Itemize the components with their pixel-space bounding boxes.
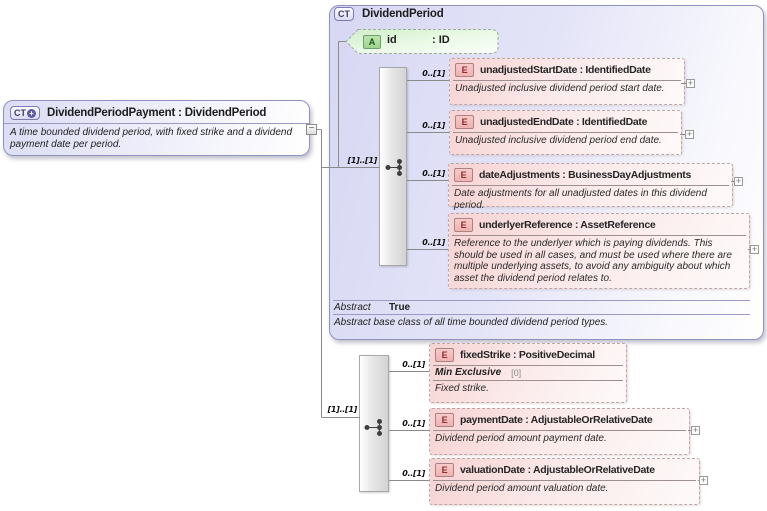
cardinality-label: 0..[1] — [402, 469, 425, 478]
divider — [333, 314, 750, 315]
complex-type-extension-icon: CT + — [10, 106, 40, 120]
cardinality-label: 0..[1] — [402, 360, 425, 369]
element-title: unadjustedEndDate : IdentifiedDate — [480, 116, 648, 128]
element-description: Unadjusted inclusive dividend period sta… — [455, 83, 665, 94]
cardinality-label: 0..[1] — [422, 169, 445, 178]
element-description: Dividend period amount valuation date. — [435, 483, 609, 494]
complex-type-icon: CT — [334, 7, 354, 21]
cardinality-label: 0..[1] — [422, 69, 445, 78]
attribute-type: : ID — [432, 34, 450, 46]
cardinality-label: 0..[1] — [422, 238, 445, 247]
facet-value: [0] — [511, 367, 522, 378]
class-title: DividendPeriodPayment : DividendPeriod — [47, 107, 267, 119]
class-footer-description: Abstract base class of all time bounded … — [334, 317, 609, 328]
element-title: underlyerReference : AssetReference — [479, 219, 656, 231]
element-description: Dividend period amount payment date. — [435, 433, 607, 444]
base-class-title: DividendPeriod — [362, 8, 444, 20]
element-icon: E — [454, 168, 473, 182]
expand-button[interactable]: + — [685, 129, 694, 139]
element-title: dateAdjustments : BusinessDayAdjustments — [479, 169, 692, 181]
expand-button[interactable]: + — [734, 176, 743, 186]
cardinality-label: 0..[1] — [402, 419, 425, 428]
class-description: A time bounded dividend period, with fix… — [10, 127, 293, 150]
element-icon: E — [435, 413, 454, 427]
element-title: unadjustedStartDate : IdentifiedDate — [480, 64, 651, 76]
attribute-name: id — [387, 34, 397, 46]
class-box-dividendperiodpayment[interactable]: CT + DividendPeriodPayment : DividendPer… — [3, 100, 310, 156]
collapse-toggle-button[interactable]: − — [306, 124, 317, 135]
expand-button[interactable]: + — [750, 244, 759, 254]
element-icon: E — [455, 63, 474, 77]
element-description: Reference to the underlyer which is payi… — [454, 238, 732, 284]
expand-button[interactable]: + — [691, 425, 700, 435]
abstract-property-label: Abstract — [334, 302, 371, 313]
extension-plus-icon: + — [27, 108, 36, 118]
complex-type-label: CT — [14, 108, 26, 118]
abstract-property-value: True — [389, 302, 411, 313]
expand-button[interactable]: + — [686, 78, 695, 88]
facet-label: Min Exclusive — [435, 367, 502, 378]
divider — [333, 300, 750, 301]
cardinality-label: 0..[1] — [422, 121, 445, 130]
element-title: fixedStrike : PositiveDecimal — [460, 349, 595, 361]
element-description: Unadjusted inclusive dividend period end… — [455, 135, 662, 146]
sequence-connector[interactable] — [359, 355, 389, 492]
element-icon: E — [435, 348, 454, 362]
element-description: Date adjustments for all unadjusted date… — [454, 188, 707, 211]
element-icon: E — [454, 218, 473, 232]
element-icon: E — [435, 463, 454, 477]
element-title: paymentDate : AdjustableOrRelativeDate — [460, 414, 653, 426]
cardinality-label: [1]..[1] — [347, 156, 378, 165]
expand-button[interactable]: + — [699, 475, 708, 485]
element-description: Fixed strike. — [435, 383, 489, 394]
attribute-icon: A — [363, 35, 381, 49]
element-icon: E — [455, 115, 474, 129]
cardinality-label: [1]..[1] — [327, 405, 358, 414]
sequence-connector[interactable] — [379, 67, 407, 266]
element-title: valuationDate : AdjustableOrRelativeDate — [460, 464, 655, 476]
